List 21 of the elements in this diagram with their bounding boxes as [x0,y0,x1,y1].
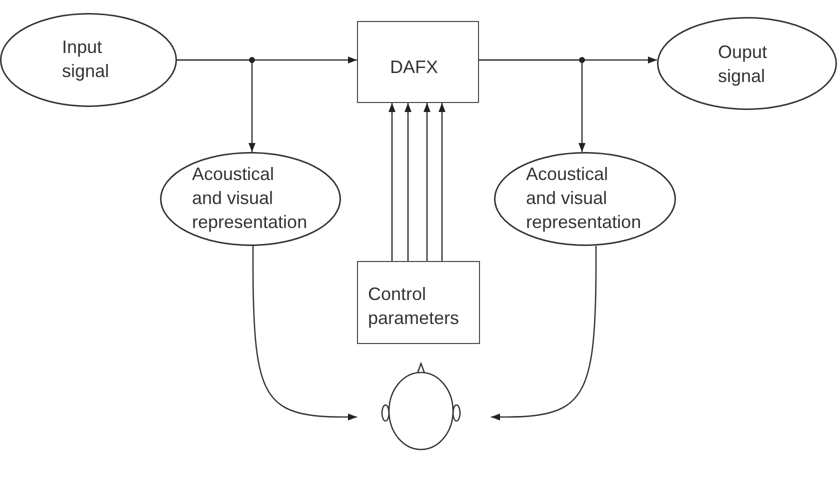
ellipse-node [494,152,676,246]
process-box [357,261,480,344]
arrow [404,103,412,261]
node-label: Control parameters [368,283,460,330]
node-label: Ouput signal [718,41,768,88]
node-label: Input signal [62,36,110,83]
node-label: DAFX [390,56,440,79]
arrow [438,103,446,261]
ellipse-node [657,17,837,110]
ellipse-node [0,13,177,107]
arrow [424,103,430,261]
arrow [177,59,256,152]
node-label: Acoustical and visual representation [526,163,642,234]
arrow [252,246,357,420]
arrow [388,103,396,261]
process-box [357,21,479,103]
ellipse-node [160,152,341,246]
arrow [491,246,597,420]
arrow [479,59,586,152]
node-label: Acoustical and visual representation [192,163,308,234]
head-icon [381,362,461,452]
